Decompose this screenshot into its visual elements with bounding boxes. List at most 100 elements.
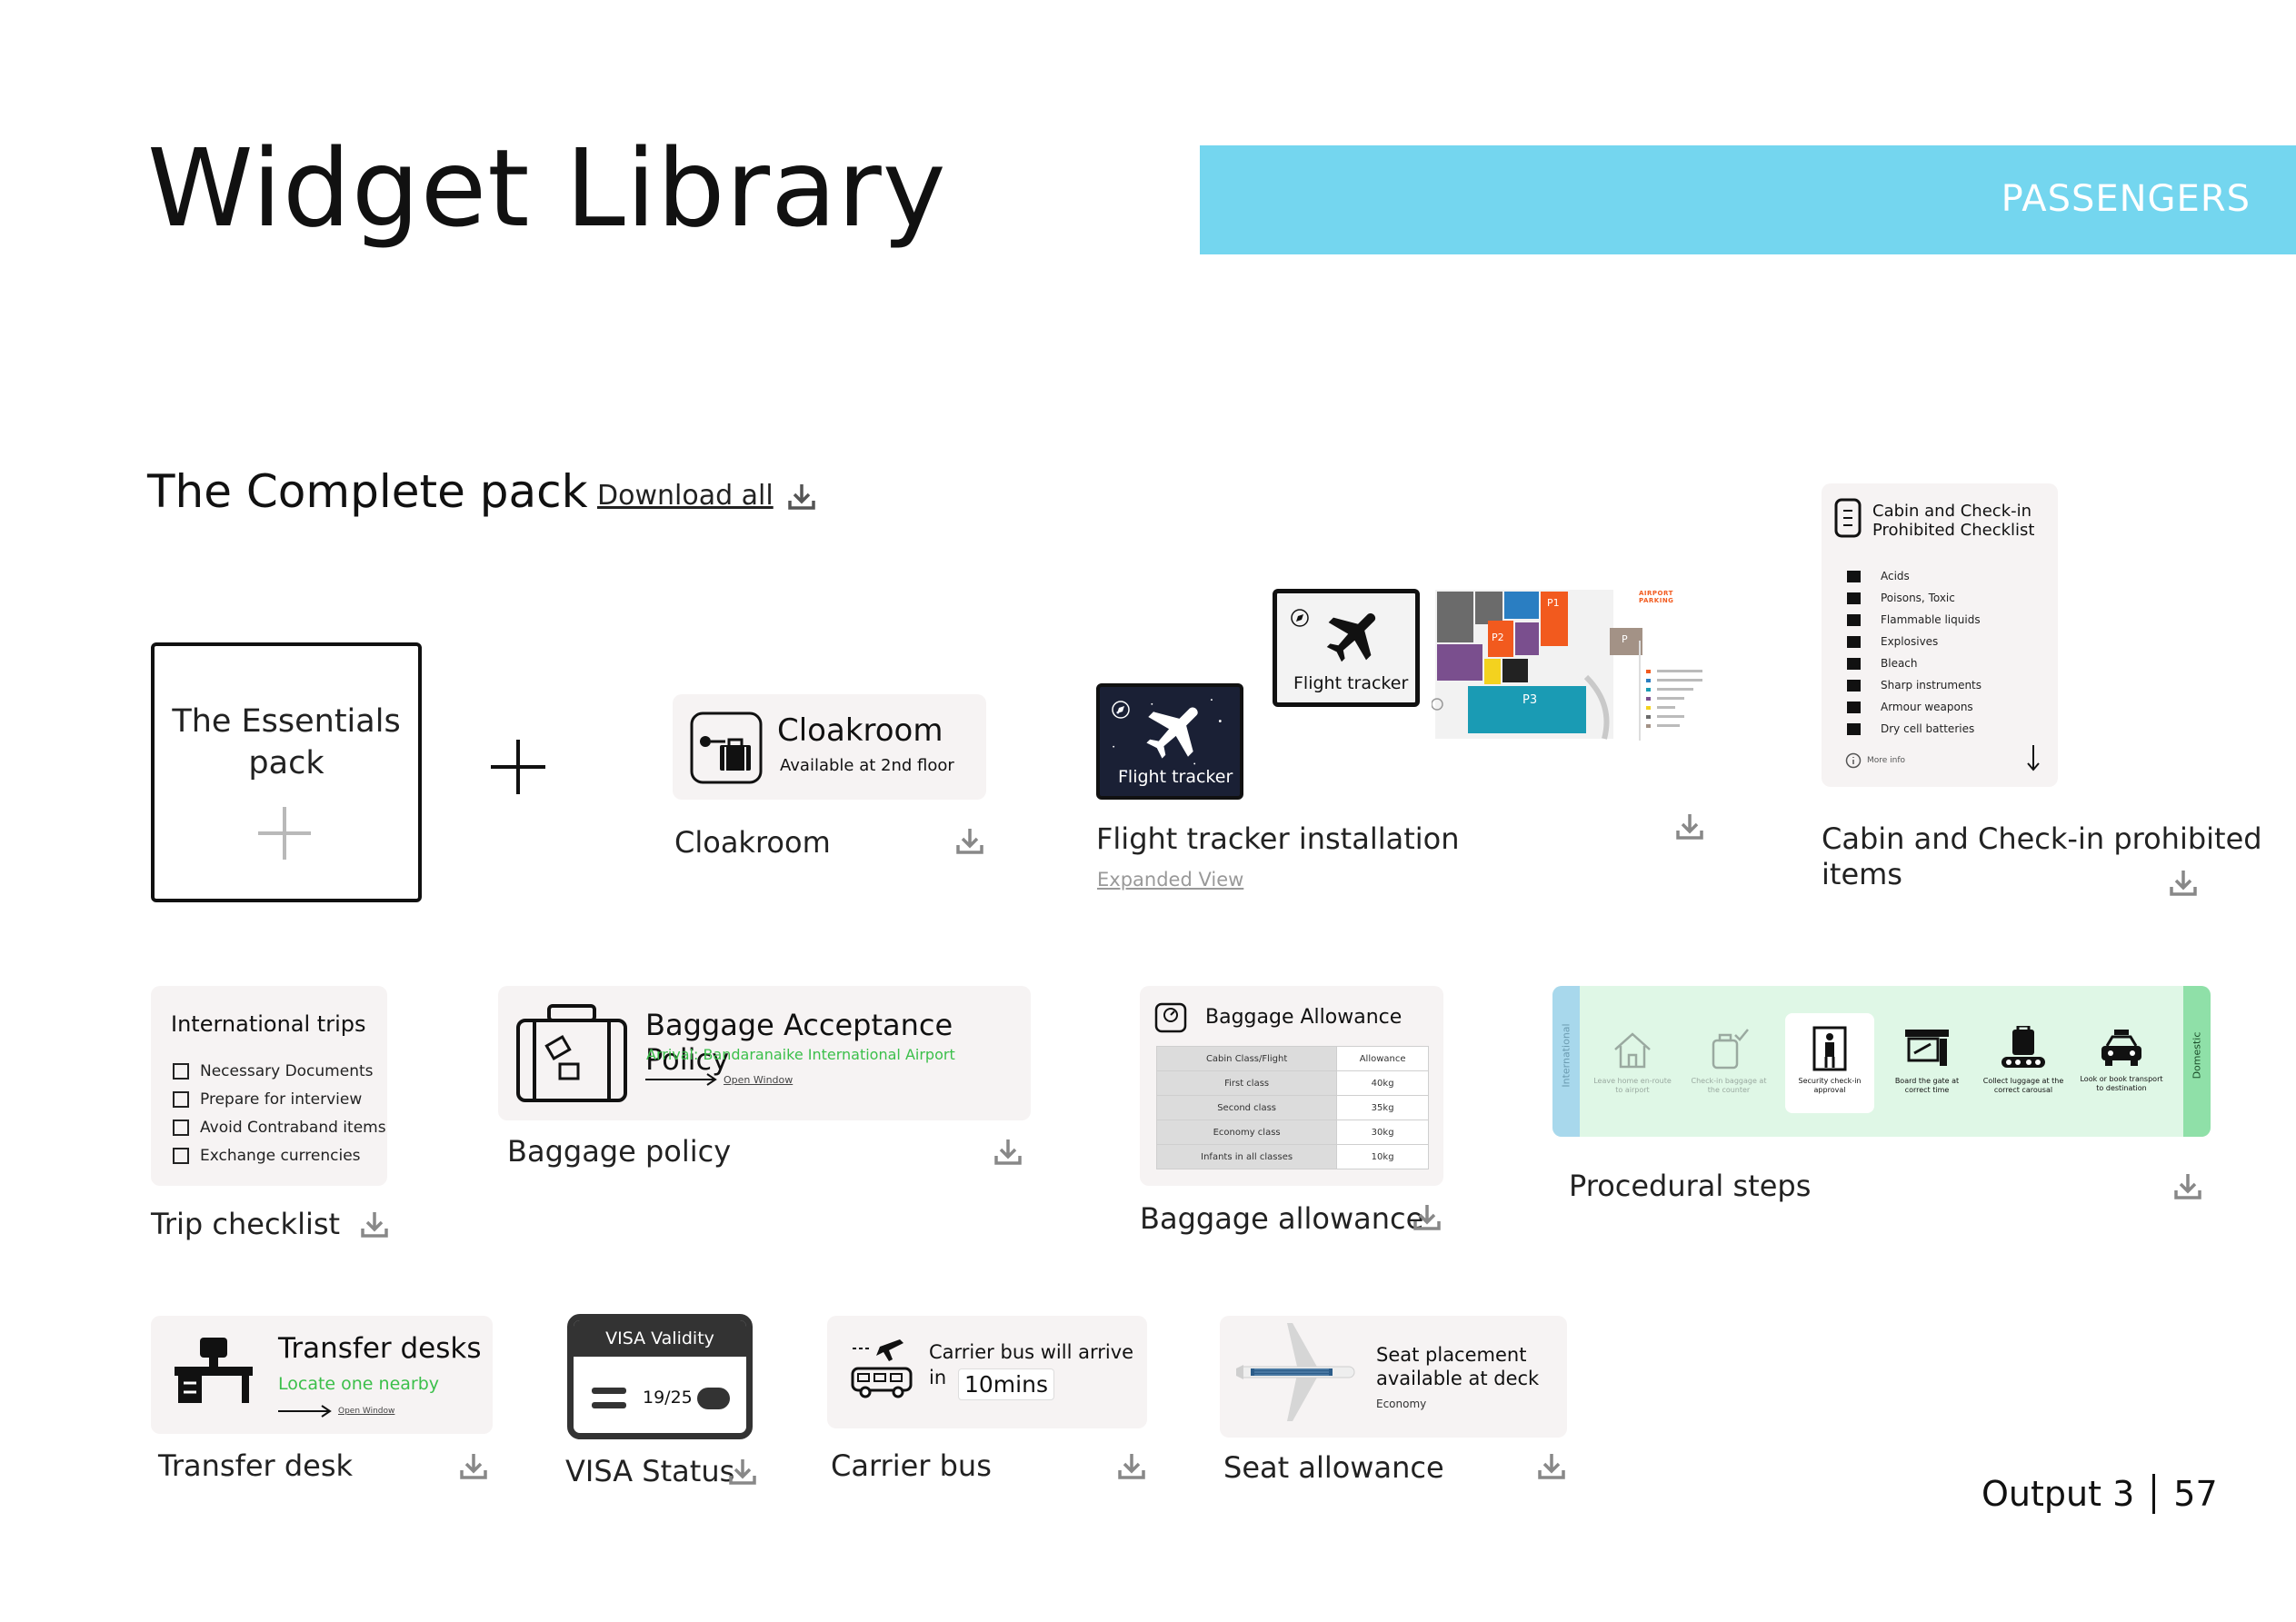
step-check-in-baggage[interactable]: Check-in baggage at the counter [1685, 1026, 1772, 1095]
domestic-tag: Domestic [2183, 986, 2211, 1137]
flight-tracker-dark-widget[interactable]: Flight tracker [1096, 683, 1243, 800]
footer-divider [2152, 1474, 2156, 1514]
house-icon [1614, 1032, 1651, 1069]
airplane-icon [1136, 700, 1205, 772]
cloakroom-icon [689, 711, 764, 785]
cloakroom-title: Cloakroom [777, 712, 943, 749]
list-item: Flammable liquids [1847, 609, 1982, 631]
scale-icon [1154, 1000, 1187, 1037]
open-window-link[interactable]: Open Window [645, 1073, 793, 1086]
seat-allowance-label: Seat allowance [1223, 1450, 1444, 1485]
download-icon [786, 481, 817, 512]
airplane-icon [1317, 606, 1383, 675]
download-all-label: Download all [597, 480, 774, 512]
flight-tracker-light-caption: Flight tracker [1293, 673, 1409, 693]
seat-line2: available at deck [1376, 1368, 1540, 1389]
baggage-allowance-label: Baggage allowance [1140, 1201, 1424, 1236]
download-icon[interactable] [1412, 1201, 1442, 1232]
open-window-link[interactable]: Open Window [278, 1405, 394, 1418]
arrow-down-icon[interactable] [2025, 743, 2041, 776]
download-icon[interactable] [727, 1456, 758, 1487]
list-item: Sharp instruments [1847, 674, 1982, 696]
transfer-desk-widget[interactable]: Transfer desks Locate one nearby Open Wi… [151, 1316, 493, 1434]
list-item[interactable]: Necessary Documents [173, 1057, 386, 1085]
flight-tracker-label: Flight tracker installation [1096, 821, 1460, 856]
procedural-steps-widget[interactable]: International Domestic Leave home en-rou… [1552, 986, 2211, 1137]
card-lines-icon [592, 1386, 628, 1415]
step-leave-home[interactable]: Leave home en-route to airport [1589, 1030, 1676, 1095]
download-icon[interactable] [1536, 1450, 1567, 1481]
download-icon[interactable] [954, 825, 985, 856]
download-icon[interactable] [1674, 811, 1705, 841]
checkbox-icon [1847, 635, 1861, 648]
step-board-gate[interactable]: Board the gate at correct time [1883, 1026, 1971, 1095]
prohibited-checklist-widget[interactable]: Cabin and Check-in Prohibited Checklist … [1822, 483, 2058, 787]
carousel-icon [2002, 1026, 2045, 1068]
checkbox[interactable] [173, 1147, 189, 1164]
download-icon[interactable] [2172, 1170, 2203, 1201]
international-tag: International [1552, 986, 1580, 1137]
step-collect-luggage[interactable]: Collect luggage at the correct carousal [1980, 1026, 2067, 1095]
list-item[interactable]: Avoid Contraband items [173, 1113, 386, 1141]
flight-tracker-dark-caption: Flight tracker [1118, 767, 1233, 787]
trip-checklist-list: Necessary Documents Prepare for intervie… [173, 1057, 386, 1169]
download-icon[interactable] [2168, 867, 2199, 898]
step-security-check[interactable]: Security check-in approval [1786, 1024, 1873, 1095]
visa-status-label: VISA Status [565, 1454, 735, 1488]
trip-checklist-title: International trips [171, 1011, 366, 1037]
download-icon[interactable] [993, 1136, 1023, 1167]
cloakroom-label: Cloakroom [674, 825, 831, 860]
prohibited-title-line2: Prohibited Checklist [1872, 521, 2035, 540]
boarding-gate-icon [1905, 1030, 1949, 1066]
checkbox-icon [1847, 592, 1861, 604]
seat-line1: Seat placement [1376, 1344, 1527, 1366]
download-icon[interactable] [458, 1450, 489, 1481]
trip-checklist-label: Trip checklist [151, 1207, 341, 1241]
checkbox[interactable] [173, 1090, 189, 1108]
desk-icon [173, 1336, 255, 1408]
visa-title: VISA Validity [574, 1320, 746, 1357]
zone-p2: P2 [1492, 632, 1504, 643]
arrow-right-icon [278, 1405, 332, 1418]
step-book-transport[interactable]: Look or book transport to destination [2078, 1028, 2165, 1093]
list-item: Acids [1847, 565, 1982, 587]
expanded-view-link[interactable]: Expanded View [1097, 869, 1244, 891]
seat-class: Economy [1376, 1398, 1427, 1410]
page-footer: Output 3 57 [1982, 1474, 2218, 1514]
download-all-link[interactable]: Download all [597, 480, 817, 512]
list-item[interactable]: Prepare for interview [173, 1085, 386, 1113]
flight-tracker-light-widget[interactable]: Flight tracker [1273, 589, 1420, 707]
download-icon[interactable] [1116, 1450, 1147, 1481]
cloakroom-widget[interactable]: Cloakroom Available at 2nd floor [673, 694, 986, 800]
carrier-bus-widget[interactable]: Carrier bus will arrive in 10mins [827, 1316, 1147, 1428]
zone-p1: P1 [1547, 597, 1560, 609]
checkbox-icon [1847, 570, 1861, 582]
download-icon[interactable] [359, 1209, 390, 1239]
parking-map-title: AIRPORT PARKING [1639, 590, 1674, 604]
prohibited-label-line2: items [1822, 857, 1902, 891]
baggage-policy-label: Baggage policy [507, 1134, 732, 1169]
cloakroom-subtitle: Available at 2nd floor [780, 756, 954, 775]
trip-checklist-widget[interactable]: International trips Necessary Documents … [151, 986, 387, 1186]
baggage-policy-widget[interactable]: Baggage Acceptance Policy Arrival: Banda… [498, 986, 1031, 1120]
bus-icon [849, 1338, 914, 1405]
checkbox[interactable] [173, 1119, 189, 1136]
suitcase-icon [514, 1002, 629, 1108]
checkbox[interactable] [173, 1062, 189, 1080]
list-item[interactable]: Exchange currencies [173, 1141, 386, 1169]
checkbox-icon [1847, 613, 1861, 626]
transfer-desk-subtitle: Locate one nearby [278, 1374, 440, 1394]
seat-allowance-widget[interactable]: Seat placement available at deck Economy [1220, 1316, 1567, 1438]
list-item: Dry cell batteries [1847, 718, 1982, 740]
visa-validity-widget[interactable]: VISA Validity 19/25 [567, 1314, 753, 1439]
essentials-pack-card[interactable]: The Essentials pack [151, 642, 422, 902]
prohibited-list: Acids Poisons, Toxic Flammable liquids E… [1847, 565, 1982, 740]
zone-p3: P3 [1522, 693, 1538, 707]
taxi-icon [2101, 1030, 2141, 1066]
more-info-link[interactable]: More info [1845, 752, 1905, 769]
